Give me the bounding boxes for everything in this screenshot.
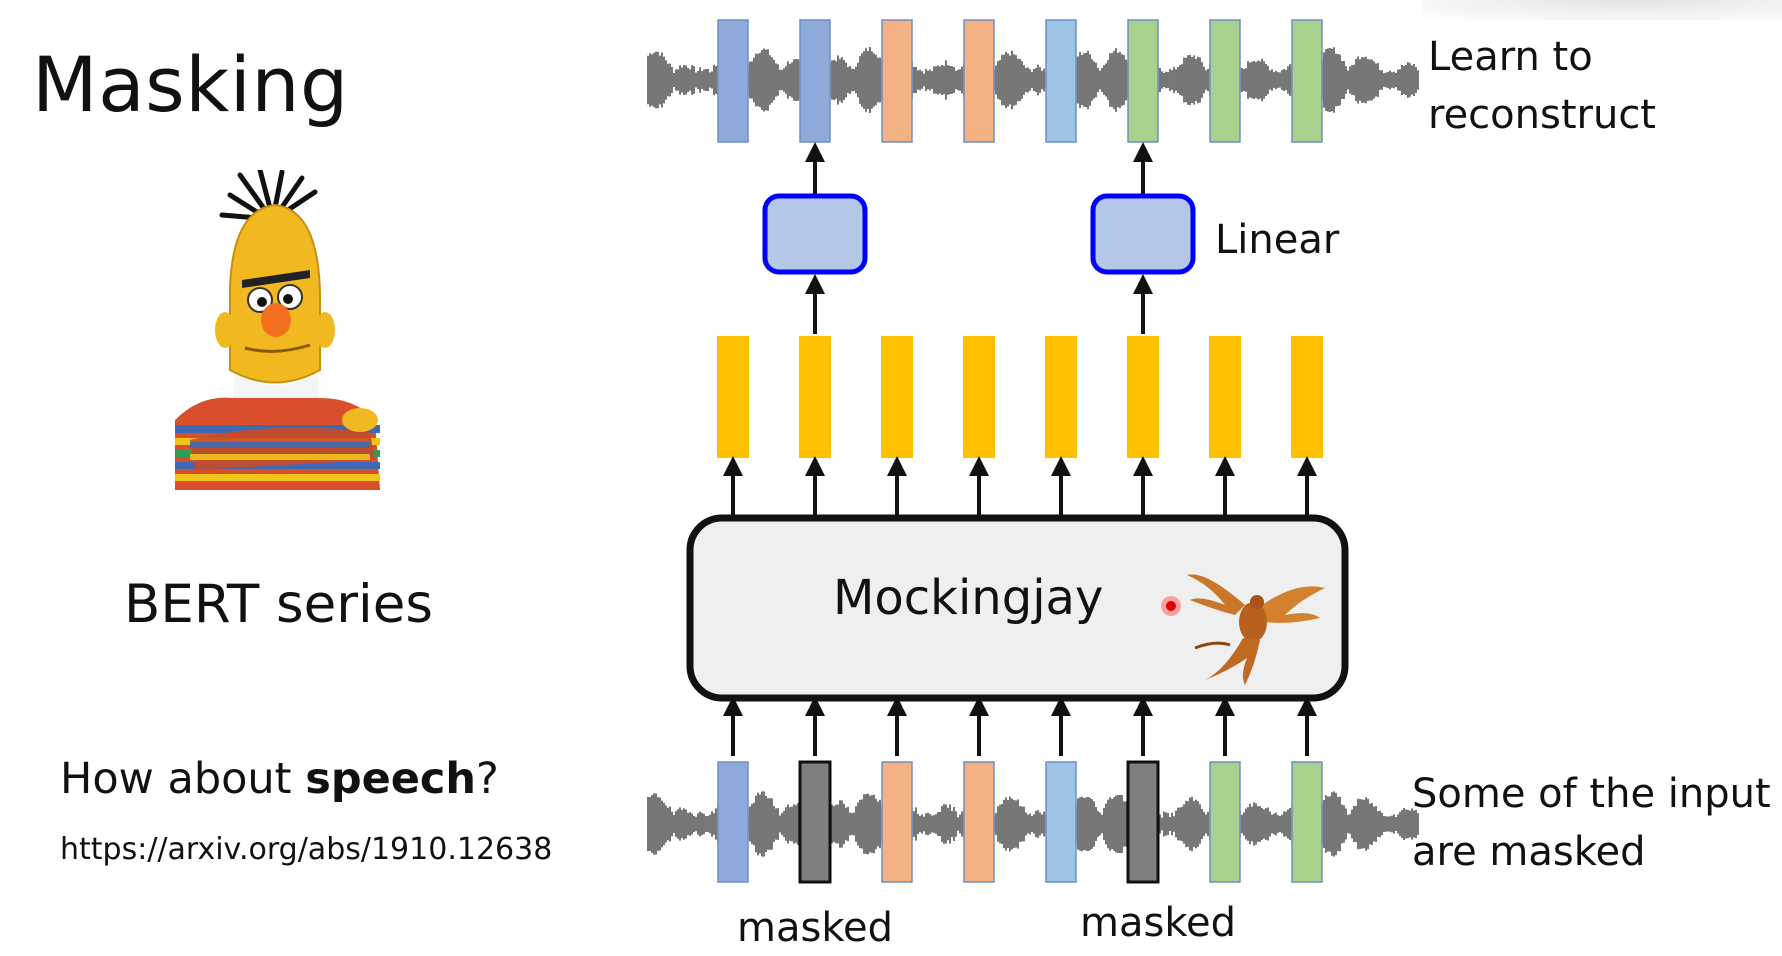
mockingjay-bird-icon	[1187, 574, 1325, 685]
bert-nose	[261, 303, 291, 337]
laser-pointer	[1166, 601, 1176, 611]
bert-ear	[315, 312, 335, 348]
target-frame	[717, 19, 749, 143]
masked-frame	[1126, 760, 1160, 884]
target-frame	[1291, 19, 1323, 143]
learn-line-1: Learn to	[1428, 34, 1593, 80]
question-suffix: ?	[476, 754, 499, 804]
linear-layer-box	[762, 193, 868, 275]
embedding-vector	[717, 336, 749, 458]
embedding-vector	[1209, 336, 1241, 458]
top-right-glare	[1422, 0, 1782, 20]
embedding-vector	[1291, 336, 1323, 458]
embedding-vector	[963, 336, 995, 458]
input-frame	[963, 761, 995, 883]
question-bold: speech	[305, 754, 477, 804]
input-frame	[717, 761, 749, 883]
target-frame	[1127, 19, 1159, 143]
linear-label: Linear	[1215, 217, 1340, 263]
input-frame	[1209, 761, 1241, 883]
bert-head	[229, 203, 321, 384]
top-frames	[717, 19, 1323, 143]
input-frame	[1291, 761, 1323, 883]
learn-to-reconstruct-label: Learn to reconstruct	[1428, 28, 1656, 144]
target-frame	[799, 19, 831, 143]
bert-sweater	[175, 397, 380, 490]
embedding-vector	[1045, 336, 1077, 458]
input-frame	[881, 761, 913, 883]
input-line-1: Some of the input	[1412, 771, 1771, 817]
masked-input-label: Some of the input are masked	[1412, 765, 1771, 881]
mockingjay-model-box	[686, 514, 1349, 702]
mockingjay-label: Mockingjay	[833, 570, 1104, 626]
output-embeddings	[717, 336, 1323, 458]
masked-label-1: masked	[737, 905, 894, 951]
bert-brow	[242, 270, 310, 288]
question-prefix: How about	[60, 754, 306, 804]
embedding-vector	[1127, 336, 1159, 458]
bottom-frames	[717, 760, 1323, 884]
input-frame	[1045, 761, 1077, 883]
input-line-2: are masked	[1412, 829, 1646, 875]
target-frame	[963, 19, 995, 143]
linear-layers	[762, 193, 1196, 275]
learn-line-2: reconstruct	[1428, 92, 1656, 138]
bert-series-label: BERT series	[124, 574, 433, 635]
bert-image	[175, 170, 380, 490]
target-frame	[1045, 19, 1077, 143]
arxiv-link[interactable]: https://arxiv.org/abs/1910.12638	[60, 832, 553, 867]
bert-ear	[215, 312, 235, 348]
embedding-vector	[799, 336, 831, 458]
masked-label-2: masked	[1080, 900, 1237, 946]
slide-title: Masking	[32, 40, 349, 129]
speech-question: How about speech?	[60, 754, 499, 804]
target-frame	[1209, 19, 1241, 143]
target-frame	[881, 19, 913, 143]
linear-layer-box	[1090, 193, 1196, 275]
masked-frame	[798, 760, 832, 884]
arrows	[723, 142, 1317, 756]
embedding-vector	[881, 336, 913, 458]
